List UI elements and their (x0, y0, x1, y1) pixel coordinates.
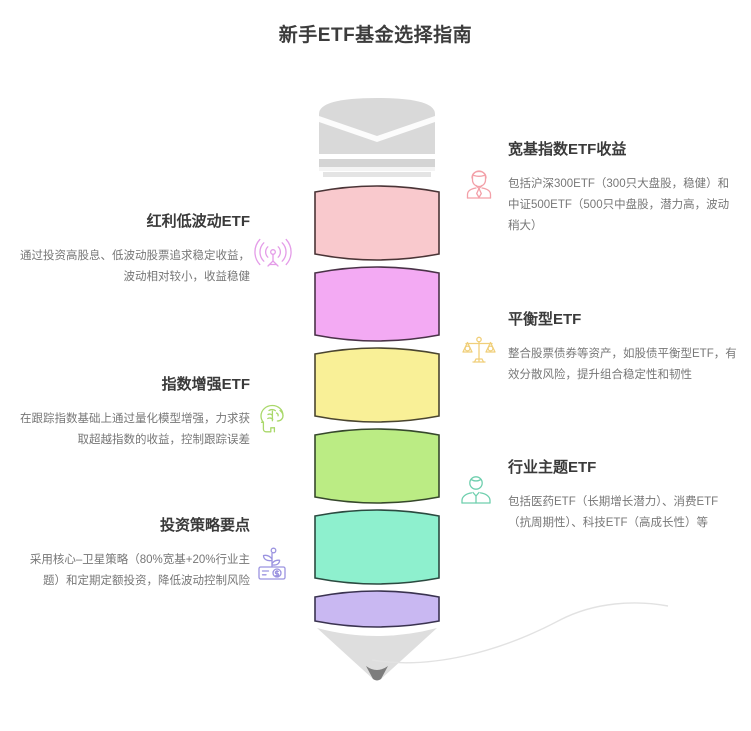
balance-scale-icon (459, 330, 499, 370)
block-body: 在跟踪指数基础上通过量化模型增强，力求获取超越指数的收益，控制跟踪误差 (20, 412, 250, 446)
block-body: 整合股票债券等资产，如股债平衡型ETF，有效分散风险，提升组合稳定性和韧性 (508, 347, 737, 381)
block-title: 红利低波动ETF (146, 213, 250, 230)
block-body: 通过投资高股息、低波动股票追求稳定收益，波动相对较小，收益稳健 (20, 249, 250, 283)
block-title: 平衡型ETF (508, 311, 582, 328)
info-block-index-enhanced-etf: 指数增强ETF 在跟踪指数基础上通过量化模型增强，力求获取超越指数的收益，控制跟… (18, 375, 250, 451)
page-title: 新手ETF基金选择指南 (278, 25, 473, 46)
block-title: 行业主题ETF (508, 459, 597, 476)
pencil-segment-2 (314, 266, 440, 342)
advisor-person-icon (459, 164, 499, 204)
pencil-segment-5 (314, 509, 440, 585)
block-body: 采用核心–卫星策略（80%宽基+20%行业主题）和定期定额投资，降低波动控制风险 (29, 553, 250, 587)
pencil-tip (317, 628, 437, 681)
pencil-segment-4 (314, 428, 440, 504)
pencil-diagram (311, 96, 443, 688)
info-block-sector-theme-etf: 行业主题ETF 包括医药ETF（长期增长潜力）、消费ETF（抗周期性）、科技ET… (508, 458, 740, 534)
pencil-segment-1 (314, 185, 440, 261)
block-title: 宽基指数ETF收益 (508, 141, 627, 158)
money-plant-icon (252, 545, 292, 585)
block-title: 指数增强ETF (161, 376, 250, 393)
pencil-segment-6 (314, 590, 440, 628)
block-body: 包括沪深300ETF（300只大盘股，稳健）和中证500ETF（500只中盘股，… (508, 177, 730, 233)
info-block-investment-strategy: 投资策略要点 采用核心–卫星策略（80%宽基+20%行业主题）和定期定额投资，降… (18, 516, 250, 592)
brain-head-icon (253, 399, 293, 439)
info-block-balanced-etf: 平衡型ETF 整合股票债券等资产，如股债平衡型ETF，有效分散风险，提升组合稳定… (508, 310, 740, 386)
pencil-ferrule (319, 155, 435, 177)
consultant-person-icon (456, 470, 496, 510)
info-block-broad-index-etf: 宽基指数ETF收益 包括沪深300ETF（300只大盘股，稳健）和中证500ET… (508, 140, 740, 237)
pencil-eraser (319, 98, 435, 154)
block-title: 投资策略要点 (159, 517, 250, 534)
pencil-segment-3 (314, 347, 440, 423)
info-block-dividend-low-vol-etf: 红利低波动ETF 通过投资高股息、低波动股票追求稳定收益，波动相对较小，收益稳健 (18, 212, 250, 288)
block-body: 包括医药ETF（长期增长潜力）、消费ETF（抗周期性）、科技ETF（高成长性）等 (508, 495, 719, 529)
signal-antenna-icon (253, 233, 293, 273)
